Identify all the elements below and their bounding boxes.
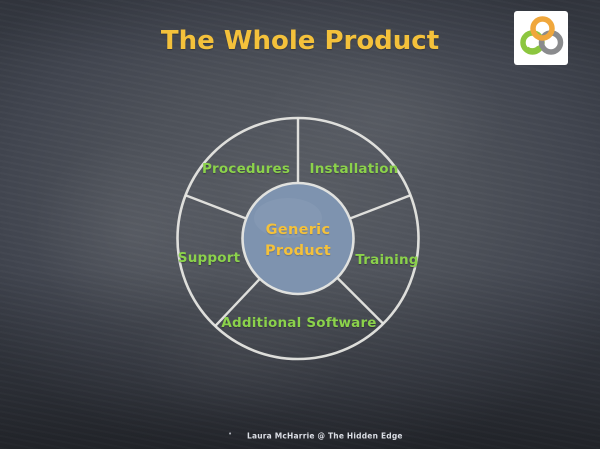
hidden-edge-logo — [514, 11, 568, 65]
sector-label-additional-software: Additional Software — [221, 315, 377, 331]
interlocking-rings-icon — [514, 11, 568, 65]
slide-title: The Whole Product — [160, 26, 440, 56]
logo-left-ring-overlap — [524, 45, 542, 54]
center-circle-highlight — [254, 198, 322, 238]
sector-divider-lower-right — [336, 277, 385, 325]
sector-label-procedures: Procedures — [201, 161, 291, 177]
outer-ring — [176, 116, 420, 361]
center-label-line2: Product — [264, 243, 332, 259]
sector-divider-upper-right — [349, 194, 411, 220]
center-circle — [241, 181, 355, 296]
sector-label-support: Support — [177, 250, 241, 266]
sector-label-training: Training — [355, 252, 419, 268]
footer-credit: Laura McHarrie @ The Hidden Edge — [247, 431, 403, 441]
footer-bullet: • — [228, 430, 233, 438]
logo-top-ring — [530, 16, 555, 41]
center-label-line1: Generic — [265, 222, 331, 238]
sector-divider-lower-left — [214, 278, 261, 327]
sector-label-installation: Installation — [309, 161, 399, 177]
sector-divider-upper-left — [185, 194, 247, 220]
